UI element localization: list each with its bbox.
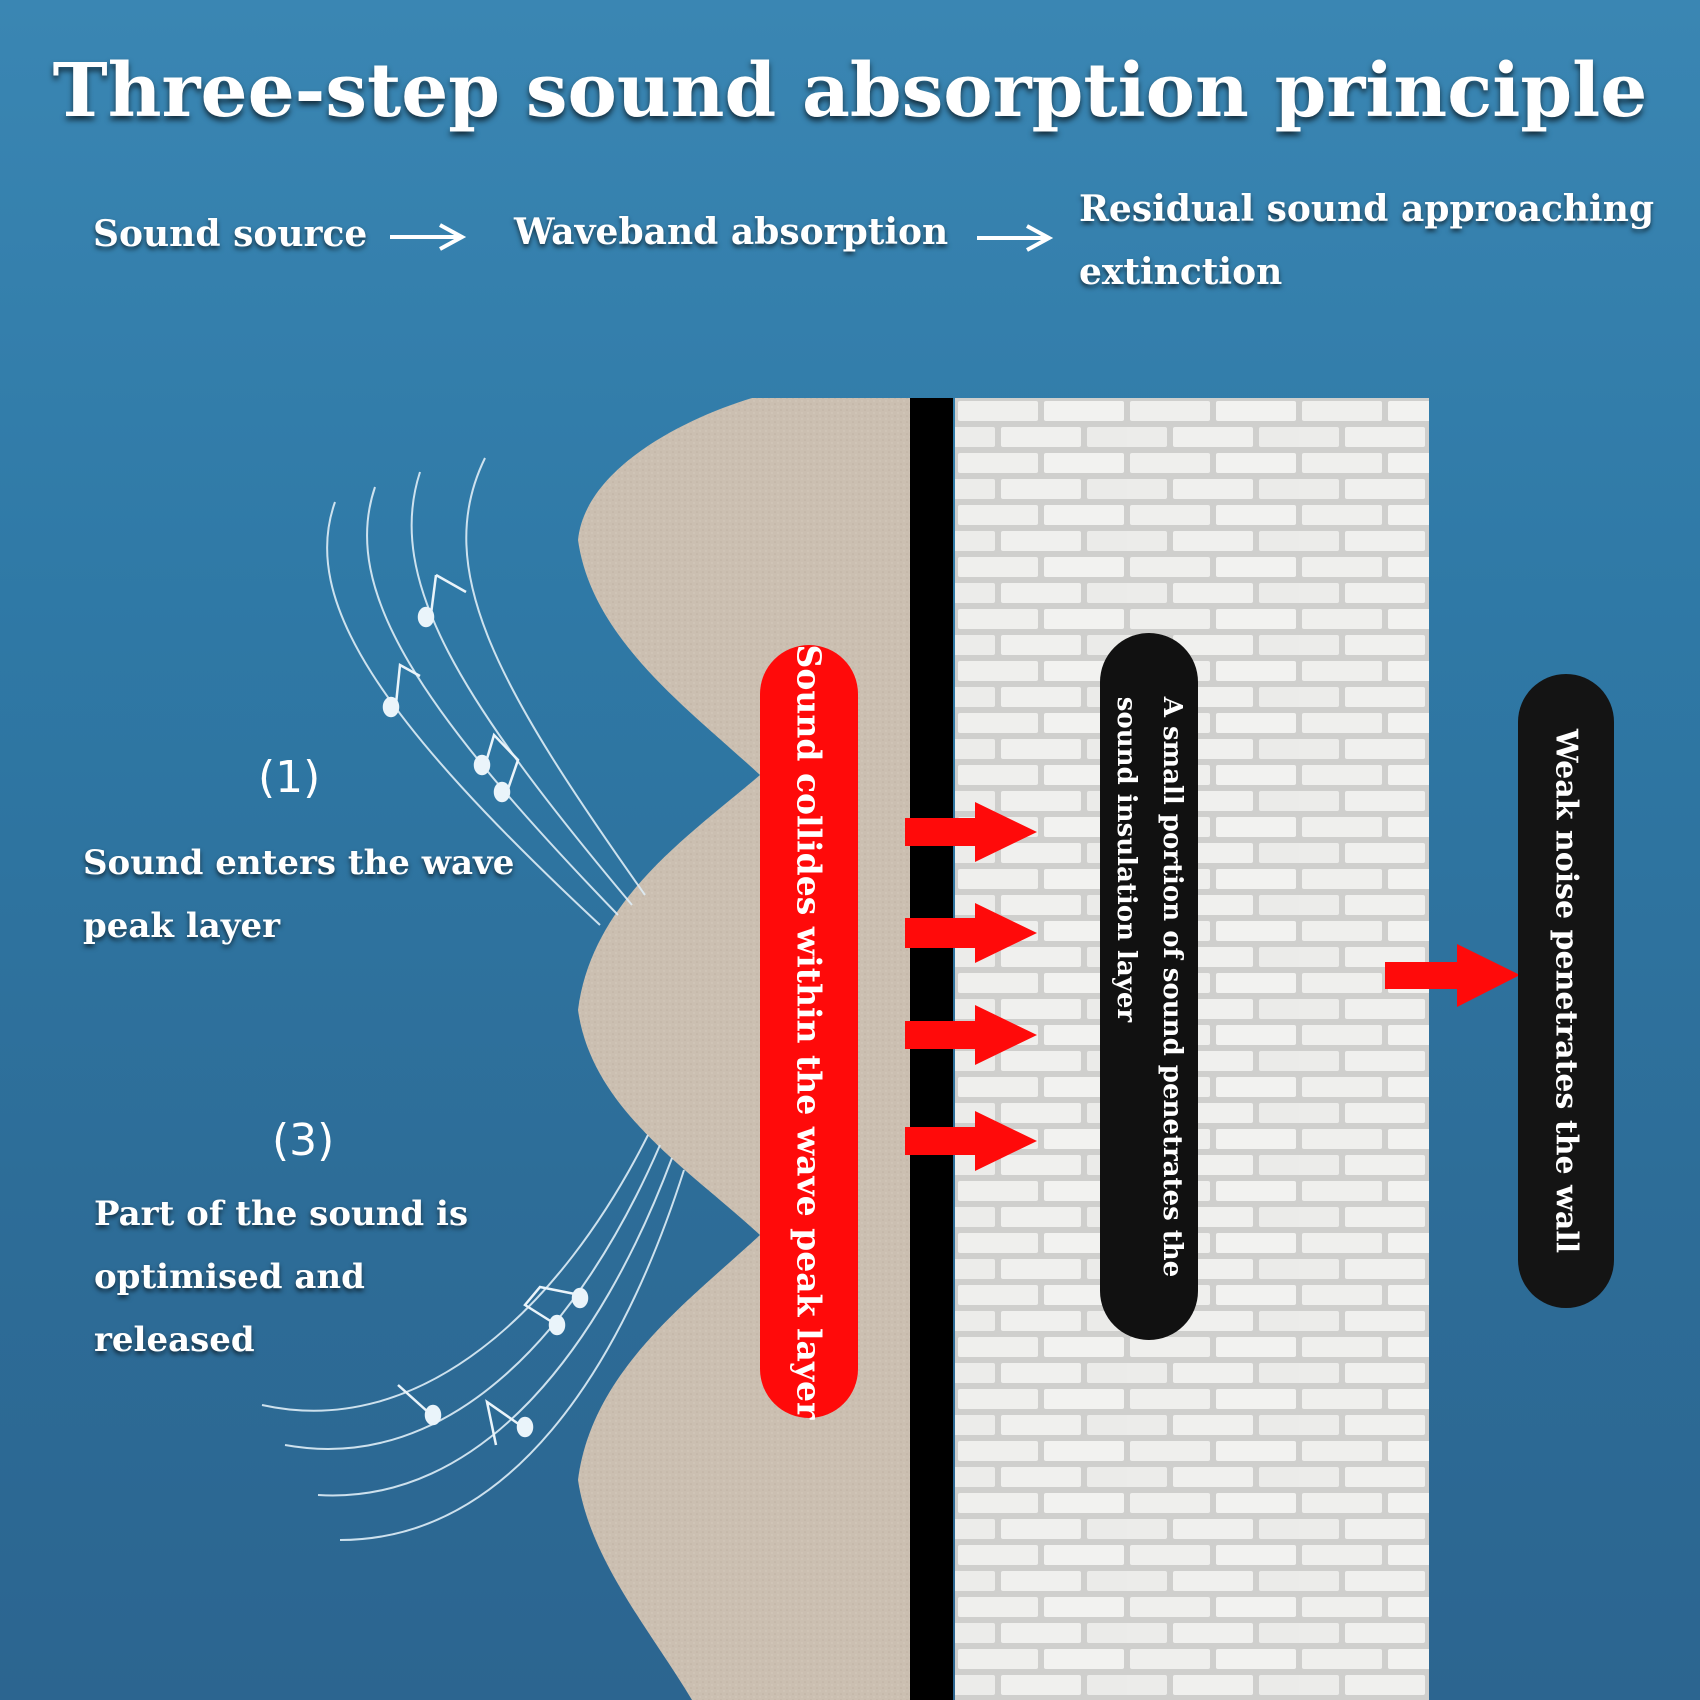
music-note-icon (382, 573, 520, 803)
step-number-1: (1) (258, 752, 321, 803)
label-penetrate-line1: A small portion of sound penetrates the (1157, 696, 1187, 1277)
step-number-3: (3) (272, 1115, 335, 1166)
music-note-icon (397, 1285, 589, 1446)
flow-step-residual-line1: Residual sound approaching (1079, 188, 1655, 230)
flow-step-waveband-absorption: Waveband absorption (514, 211, 949, 253)
step3-caption-line2: optimised and (94, 1257, 365, 1297)
sound-wave-lines-icon (326, 457, 646, 926)
arrow-right-icon (905, 802, 1037, 1171)
page-title: Three-step sound absorption principle (52, 48, 1648, 134)
step3-caption-line3: released (94, 1320, 255, 1360)
sound-wave-lines-icon (261, 1134, 685, 1541)
flow-step-residual-line2: extinction (1079, 251, 1283, 293)
arrow-right-icon (390, 223, 467, 251)
label-penetrate-pill: A small portion of sound penetrates the … (1100, 633, 1198, 1340)
label-weak-text: Weak noise penetrates the wall (1548, 728, 1584, 1254)
flow-step-sound-source: Sound source (93, 213, 368, 255)
label-collide-pill: Sound collides within the wave peak laye… (760, 644, 858, 1419)
label-penetrate-line2: sound insulation layer (1111, 696, 1141, 1022)
step1-caption-line1: Sound enters the wave (83, 843, 515, 883)
step3-caption-line1: Part of the sound is (94, 1194, 469, 1234)
arrow-right-icon (977, 224, 1054, 252)
label-collide-text: Sound collides within the wave peak laye… (789, 644, 829, 1419)
label-penetrate-text: A small portion of sound penetrates the … (1103, 696, 1195, 1276)
step1-caption-line2: peak layer (83, 906, 281, 946)
label-weak-pill: Weak noise penetrates the wall (1518, 674, 1614, 1308)
arrow-right-icon (1385, 944, 1520, 1007)
foam-wave-panel (578, 398, 910, 1700)
